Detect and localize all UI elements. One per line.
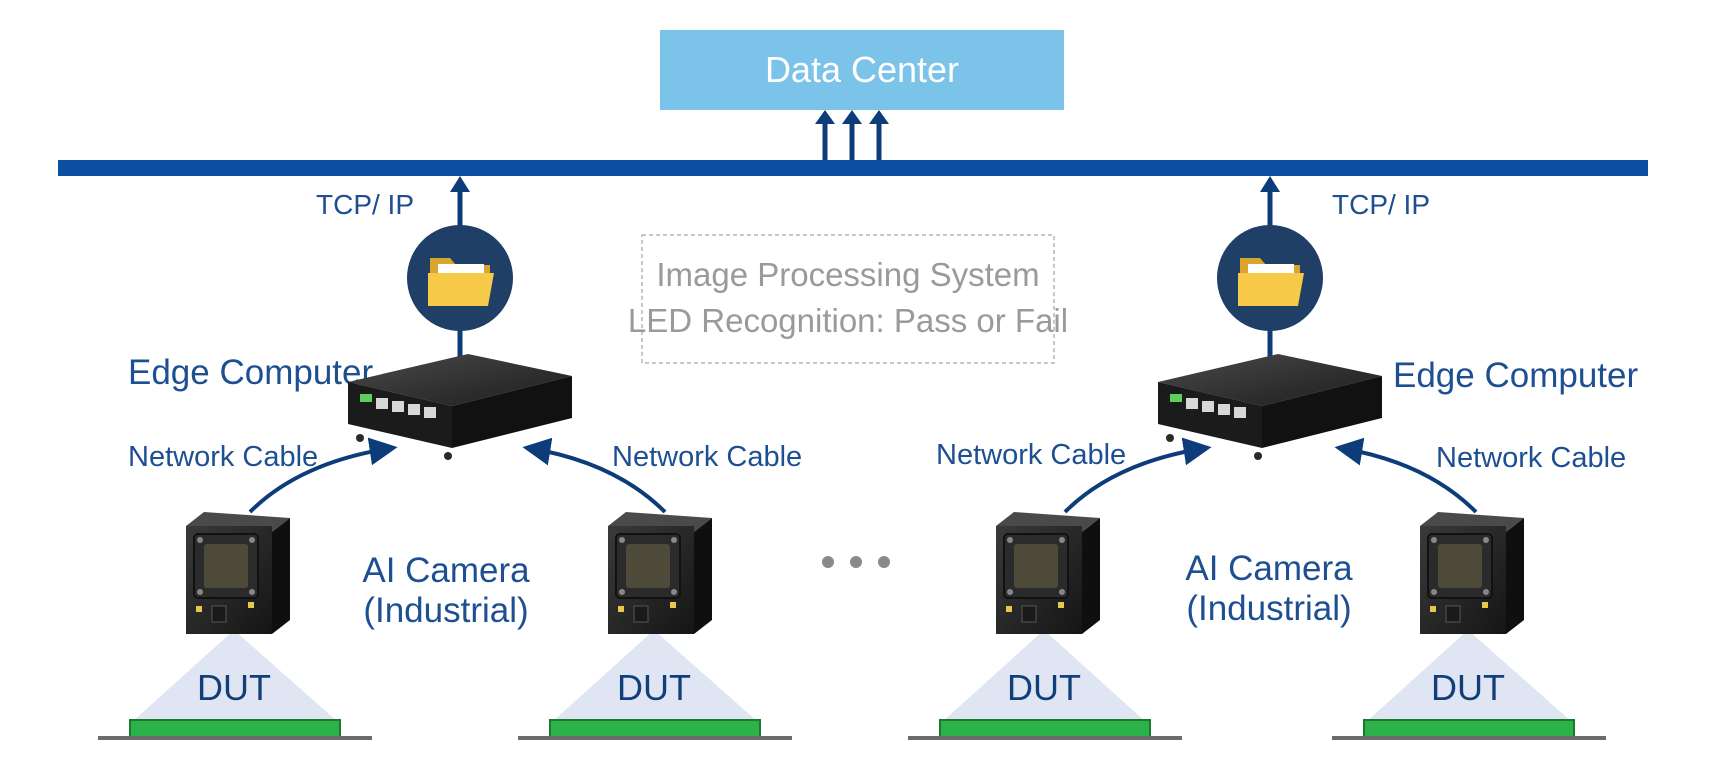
- tcp-ip-label-left: TCP/ IP: [316, 189, 414, 220]
- dut-label-1: DUT: [197, 667, 271, 708]
- data-center-node: Data Center: [660, 30, 1064, 110]
- edge-computer-label-left: Edge Computer: [128, 353, 373, 392]
- edge-computer-device-left: [348, 354, 572, 460]
- dut-label-4: DUT: [1431, 667, 1505, 708]
- ai-camera-label-left-line2: (Industrial): [363, 591, 528, 630]
- data-center-label: Data Center: [765, 49, 959, 90]
- ai-camera-device: [996, 512, 1100, 634]
- ai-camera-device: [186, 512, 290, 634]
- dut-label-2: DUT: [617, 667, 691, 708]
- processing-note: Image Processing System LED Recognition:…: [628, 234, 1068, 364]
- ai-camera-label-right-line2: (Industrial): [1186, 589, 1351, 628]
- processing-note-line1: Image Processing System: [656, 256, 1039, 293]
- network-bus: [58, 160, 1648, 176]
- network-cable-label-3: Network Cable: [936, 439, 1126, 471]
- network-cable-label-4: Network Cable: [1436, 442, 1626, 474]
- camera-light-cones: [132, 630, 1572, 722]
- folder-icon: [407, 225, 513, 331]
- network-cable-label-2: Network Cable: [612, 441, 802, 473]
- network-cable-arrows: [248, 437, 1478, 514]
- dut-boards: [98, 719, 1606, 740]
- edge-computer-label-right: Edge Computer: [1393, 356, 1638, 395]
- tcp-ip-label-right: TCP/ IP: [1332, 189, 1430, 220]
- processing-note-line2: LED Recognition: Pass or Fail: [628, 302, 1068, 339]
- ai-camera-device: [1420, 512, 1524, 634]
- ai-camera-device: [608, 512, 712, 634]
- ellipsis-icon: [822, 556, 890, 568]
- dut-label-3: DUT: [1007, 667, 1081, 708]
- folder-icon: [1217, 225, 1323, 331]
- ai-camera-label-left-line1: AI Camera: [362, 551, 530, 590]
- ai-camera-label-right-line1: AI Camera: [1185, 549, 1353, 588]
- edge-computer-device-right: [1158, 354, 1382, 460]
- network-cable-label-1: Network Cable: [128, 441, 318, 473]
- uplink-arrows: [815, 110, 889, 160]
